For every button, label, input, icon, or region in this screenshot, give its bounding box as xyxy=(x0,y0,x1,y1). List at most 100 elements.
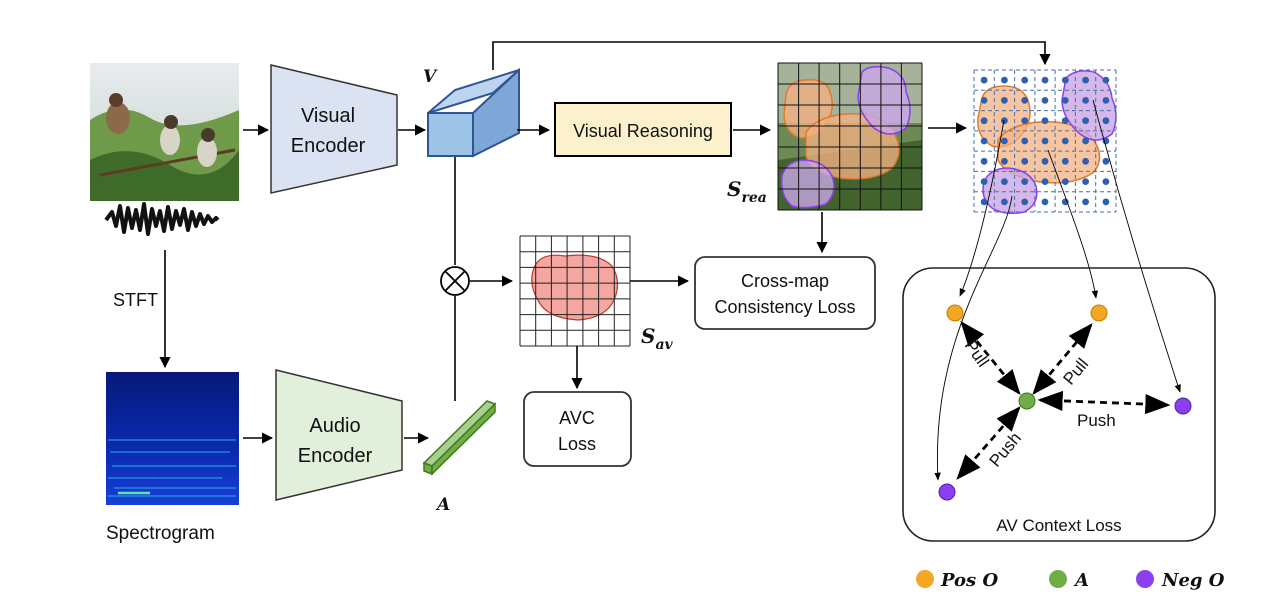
grid-dot xyxy=(980,76,988,84)
v-to-objects-bypass xyxy=(492,41,1051,70)
s-rea-label: Srea xyxy=(727,177,767,206)
legend-neg-label: Neg O xyxy=(1161,570,1225,591)
grid-dot xyxy=(1001,198,1008,206)
spectrogram-image xyxy=(106,372,239,505)
stft-label: STFT xyxy=(113,290,158,310)
grid-dot xyxy=(1001,76,1008,84)
grid-dot xyxy=(1001,137,1008,145)
cross-map-line1: Cross-map xyxy=(741,271,829,291)
visual-feature-cube xyxy=(427,67,520,158)
grid-dot xyxy=(1061,76,1069,84)
input-image xyxy=(90,63,239,201)
avc-loss-box: AVC Loss xyxy=(523,391,632,467)
cross-map-line2: Consistency Loss xyxy=(714,297,855,317)
grid-dot xyxy=(1041,178,1049,186)
audio-encoder-line2: Encoder xyxy=(298,445,373,467)
visual-encoder: Visual Encoder xyxy=(270,64,398,194)
grid-dot xyxy=(1082,137,1089,145)
grid-dot xyxy=(1102,97,1110,104)
grid-dot xyxy=(1021,117,1029,125)
grid-dot xyxy=(1102,117,1110,125)
pull-arrow-left xyxy=(960,321,1021,395)
neg-object-dot-1 xyxy=(1174,397,1192,415)
grid-dot xyxy=(1102,157,1110,165)
legend-neg-dot xyxy=(1136,570,1154,588)
grid-dot xyxy=(1021,137,1029,145)
grid-dot xyxy=(980,137,988,145)
legend-pos-dot xyxy=(916,570,934,588)
s-rea-map xyxy=(777,62,923,211)
grid-dot xyxy=(1021,157,1029,165)
grid-dot xyxy=(1041,157,1049,165)
avc-loss-line1: AVC xyxy=(559,408,595,428)
grid-dot xyxy=(980,97,988,104)
v-label: V xyxy=(423,67,438,87)
grid-dot xyxy=(1021,198,1029,206)
avc-loss-line2: Loss xyxy=(558,434,596,454)
pos-object-dot-1 xyxy=(946,304,964,322)
grid-dot xyxy=(1001,117,1008,125)
object-to-context-links xyxy=(934,99,1181,481)
grid-dot xyxy=(1021,97,1029,104)
grid-dot xyxy=(1001,178,1008,186)
grid-dot xyxy=(1061,198,1069,206)
grid-dot xyxy=(1041,76,1049,84)
grid-dot xyxy=(1021,178,1029,186)
legend-anchor-dot xyxy=(1049,570,1067,588)
grid-dot xyxy=(1082,97,1089,104)
grid-dot xyxy=(1102,198,1110,206)
audio-feature-vector xyxy=(422,400,497,476)
visual-reasoning-box: Visual Reasoning xyxy=(554,102,732,157)
grid-dot xyxy=(1061,178,1069,186)
grid-dot xyxy=(1001,97,1008,104)
spectrogram-label: Spectrogram xyxy=(106,523,215,544)
audio-waveform xyxy=(104,202,220,236)
s-av-label: Sav xyxy=(641,324,674,353)
push-label-left: Push xyxy=(986,429,1025,471)
visual-encoder-line1: Visual xyxy=(301,105,355,127)
push-label-right: Push xyxy=(1077,411,1116,430)
neg-object-dot-2 xyxy=(938,483,956,501)
pull-label-left: Pull xyxy=(961,336,993,370)
legend-pos-label: Pos O xyxy=(940,570,998,591)
audio-encoder-line1: Audio xyxy=(309,415,360,437)
grid-dot xyxy=(1102,76,1110,84)
push-arrow-left xyxy=(956,406,1021,480)
pull-label-right: Pull xyxy=(1060,355,1093,389)
grid-dot xyxy=(980,198,988,206)
grid-dot xyxy=(1041,198,1049,206)
anchor-dot xyxy=(1018,392,1036,410)
grid-dot xyxy=(1082,198,1089,206)
pull-arrow-right xyxy=(1032,323,1093,395)
grid-dot xyxy=(1061,137,1069,145)
a-label: A xyxy=(435,495,450,515)
av-context-loss-panel: AV Context Loss Pull Pull Push Push xyxy=(902,267,1216,542)
av-context-loss-label: AV Context Loss xyxy=(996,516,1121,535)
cross-map-loss-box: Cross-map Consistency Loss xyxy=(694,256,876,330)
grid-dot xyxy=(1041,117,1049,125)
grid-dot xyxy=(1041,137,1049,145)
push-arrow-right xyxy=(1037,390,1171,415)
object-grid xyxy=(973,69,1117,215)
grid-dot xyxy=(1082,117,1089,125)
legend: Pos O A Neg O xyxy=(916,570,1225,591)
visual-reasoning-label: Visual Reasoning xyxy=(573,121,713,141)
pos-object-dot-2 xyxy=(1090,304,1108,322)
legend-anchor-label: A xyxy=(1073,570,1089,591)
grid-dot xyxy=(1001,157,1008,165)
s-av-map xyxy=(519,235,631,347)
grid-dot xyxy=(1082,178,1089,186)
grid-dot xyxy=(1061,97,1069,104)
grid-dot xyxy=(980,157,988,165)
grid-dot xyxy=(1061,117,1069,125)
visual-encoder-line2: Encoder xyxy=(291,135,366,157)
grid-dot xyxy=(1021,76,1029,84)
grid-dot xyxy=(980,178,988,186)
grid-dot xyxy=(1102,178,1110,186)
grid-dot xyxy=(1082,76,1089,84)
audio-encoder: Audio Encoder xyxy=(275,369,403,501)
grid-dot xyxy=(1082,157,1089,165)
grid-dot xyxy=(1041,97,1049,104)
multiply-operator xyxy=(440,266,470,296)
